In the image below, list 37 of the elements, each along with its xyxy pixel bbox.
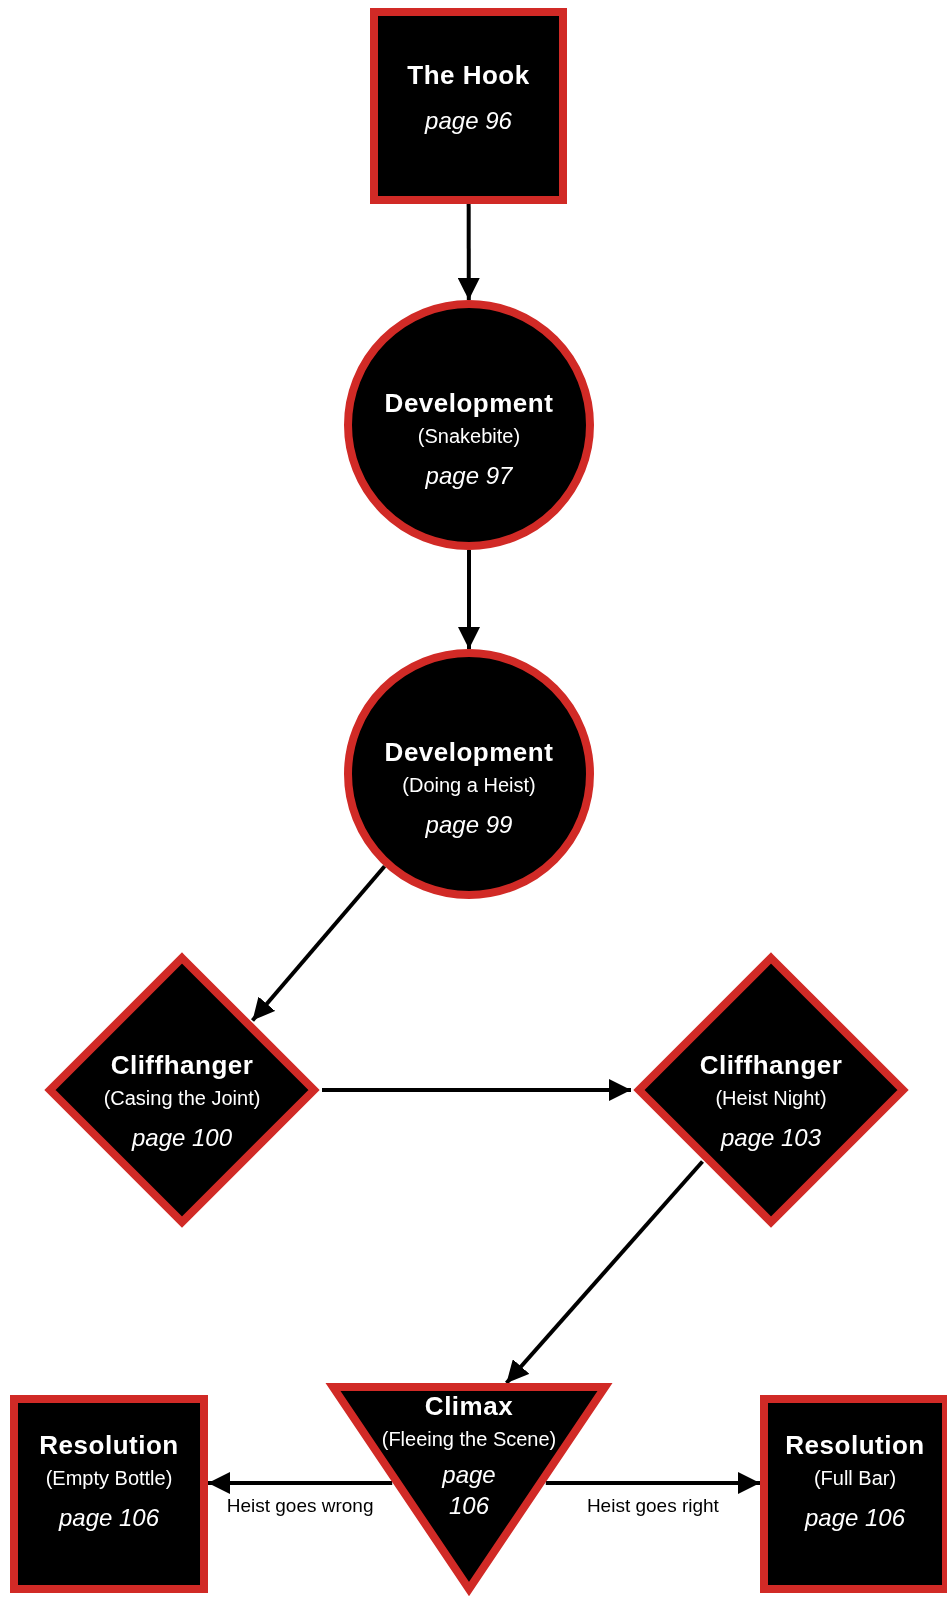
- arrow: [322, 1079, 631, 1101]
- page-reference: page 96: [425, 107, 512, 135]
- arrow: [457, 204, 480, 300]
- node-subtitle: (Fleeing the Scene): [381, 1428, 557, 1451]
- arrow: [505, 1160, 704, 1385]
- page-reference: page 103: [720, 1124, 822, 1152]
- node-title: Cliffhanger: [110, 1050, 254, 1081]
- process-box: [370, 8, 567, 204]
- arrow: [250, 864, 387, 1022]
- page-reference: page 99: [425, 811, 513, 839]
- process-box: [10, 1395, 208, 1593]
- node-title: Development: [384, 388, 554, 419]
- node-title: Resolution: [785, 1430, 925, 1461]
- node-title: The Hook: [407, 60, 530, 91]
- page-reference: page 97: [425, 462, 513, 490]
- arrow: [545, 1472, 760, 1494]
- node-title: Development: [384, 737, 554, 768]
- arrow: [208, 1472, 393, 1494]
- page-reference: page 100: [131, 1124, 233, 1152]
- node-subtitle: (Full Bar): [813, 1467, 897, 1490]
- circle-node: [344, 649, 594, 899]
- node-subtitle: (Heist Night): [715, 1087, 827, 1110]
- node-subtitle: (Casing the Joint): [103, 1087, 261, 1110]
- decision-diamond: [631, 950, 911, 1230]
- page-reference: page 106: [440, 1460, 497, 1522]
- node-title: Climax: [424, 1391, 514, 1422]
- node-subtitle: (Empty Bottle): [45, 1467, 173, 1490]
- process-box: [760, 1395, 947, 1593]
- node-title: Resolution: [39, 1430, 179, 1461]
- page-reference: page 106: [804, 1504, 906, 1532]
- decision-diamond: [42, 950, 322, 1230]
- node-title: Cliffhanger: [699, 1050, 843, 1081]
- node-subtitle: (Doing a Heist): [402, 774, 536, 797]
- node-subtitle: (Snakebite): [417, 425, 521, 448]
- circle-node: [344, 300, 594, 550]
- page-reference: page 106: [58, 1504, 160, 1532]
- arrow: [458, 550, 480, 649]
